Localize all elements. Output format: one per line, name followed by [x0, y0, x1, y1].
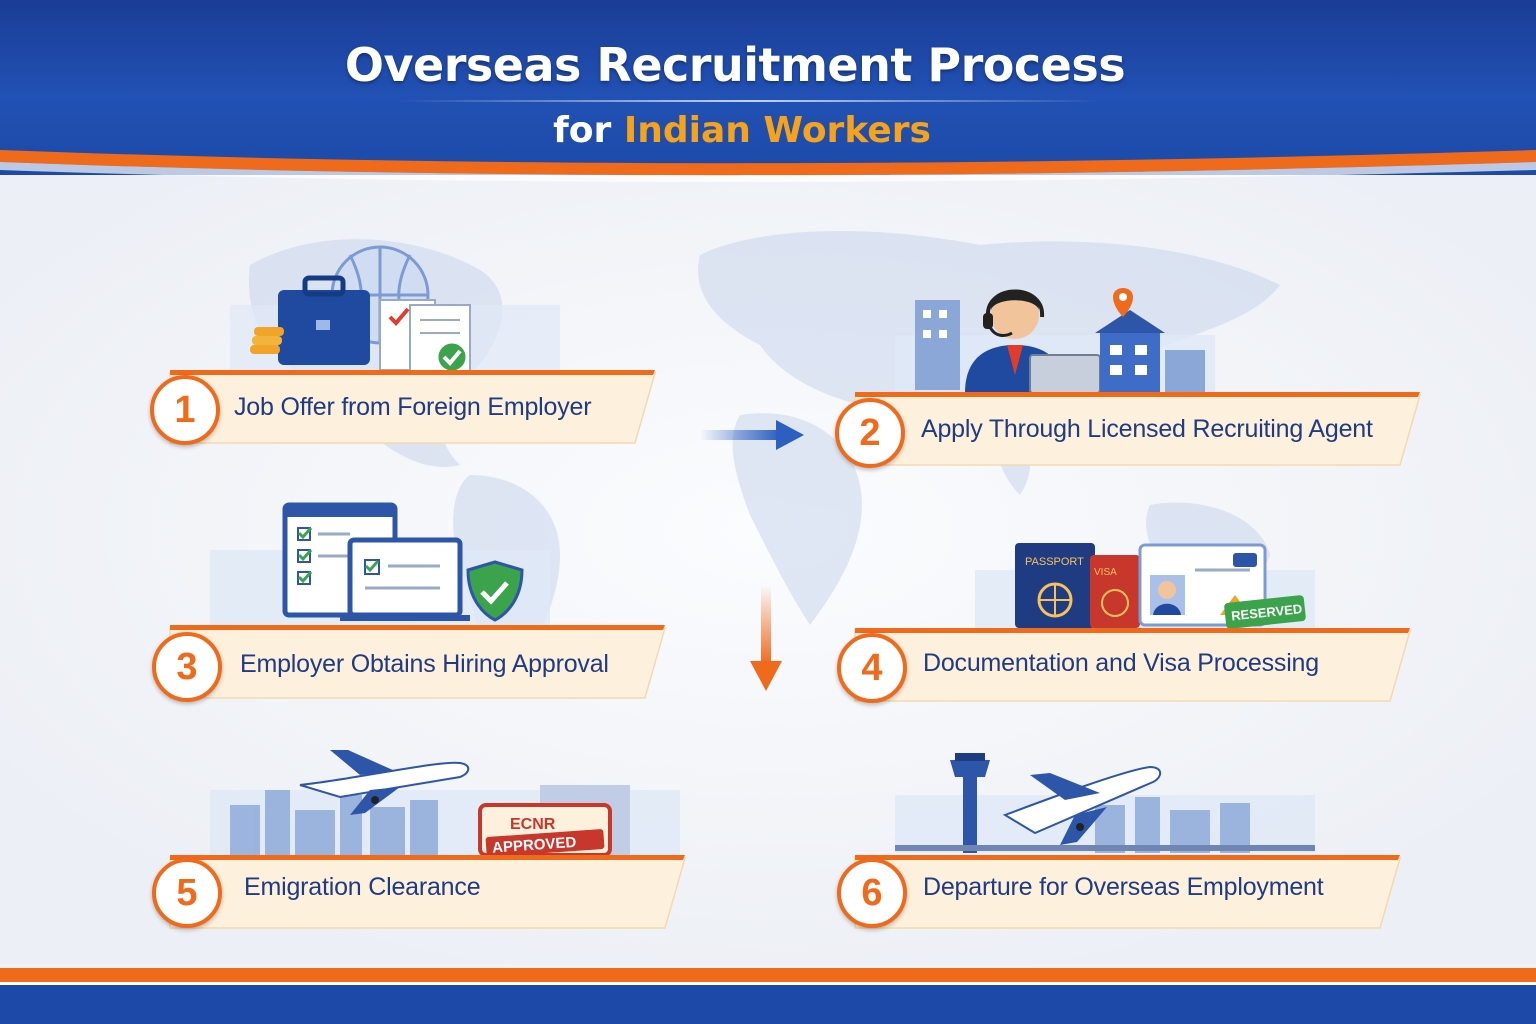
- briefcase-globe-documents-icon: [230, 245, 560, 375]
- step-6-label: Departure for Overseas Employment: [923, 873, 1324, 901]
- approval-checklist-shield-icon: [210, 502, 550, 625]
- step-1-label: Job Offer from Foreign Employer: [234, 393, 592, 421]
- step-3-number-badge: 3: [152, 632, 222, 702]
- step-3-banner: [169, 625, 666, 699]
- step-1-number-badge: 1: [150, 375, 220, 445]
- ecnr-stamp-text: ECNR: [510, 816, 556, 833]
- step-2: 2 Apply Through Licensed Recruiting Agen…: [835, 275, 1425, 470]
- header-band: [0, 0, 1536, 175]
- step-5-number-badge: 5: [152, 858, 222, 928]
- subtitle-prefix: for: [553, 110, 612, 151]
- airplane-city-stamp-icon: ECNR APPROVED: [210, 750, 680, 855]
- page-title: Overseas Recruitment Process: [344, 38, 1126, 92]
- step-4: PASSPORT VISA RESERVED 4 Documentation a…: [835, 535, 1425, 705]
- footer-band: [0, 964, 1536, 1024]
- step-1-banner: [169, 370, 656, 444]
- step-1: 1 Job Offer from Foreign Employer: [150, 245, 670, 455]
- airplane-airport-tower-icon: [895, 753, 1315, 853]
- step-3-label: Employer Obtains Hiring Approval: [240, 650, 609, 678]
- step-6-number-badge: 6: [837, 858, 907, 928]
- step-3: 3 Employer Obtains Hiring Approval: [150, 500, 670, 705]
- page-subtitle: for Indian Workers: [0, 110, 1484, 151]
- step-2-banner: [854, 392, 1421, 466]
- approved-stamp-text: APPROVED: [492, 834, 577, 855]
- step-6-banner: [854, 855, 1401, 929]
- step-4-label: Documentation and Visa Processing: [923, 649, 1319, 677]
- passport-text: PASSPORT: [1025, 556, 1084, 568]
- reserved-stamp-text: RESERVED: [1230, 601, 1302, 623]
- step-4-number-badge: 4: [837, 633, 907, 703]
- header-orange-stripe: [0, 150, 1536, 183]
- arrow-down-icon: [750, 585, 782, 691]
- agent-headset-laptop-icon: [895, 288, 1215, 393]
- step-2-number-badge: 2: [835, 398, 905, 468]
- step-6: 6 Departure for Overseas Employment: [835, 745, 1415, 930]
- arrow-right-icon: [700, 420, 804, 450]
- step-5-label: Emigration Clearance: [244, 873, 481, 901]
- subtitle-highlight: Indian Workers: [623, 110, 931, 151]
- passport-visa-id-icon: PASSPORT VISA RESERVED: [975, 543, 1315, 630]
- step-5: ECNR APPROVED 5 Emigration Clearance: [150, 735, 690, 930]
- title-divider: [400, 100, 1100, 102]
- step-2-label: Apply Through Licensed Recruiting Agent: [921, 415, 1373, 443]
- visa-text: VISA: [1094, 567, 1117, 578]
